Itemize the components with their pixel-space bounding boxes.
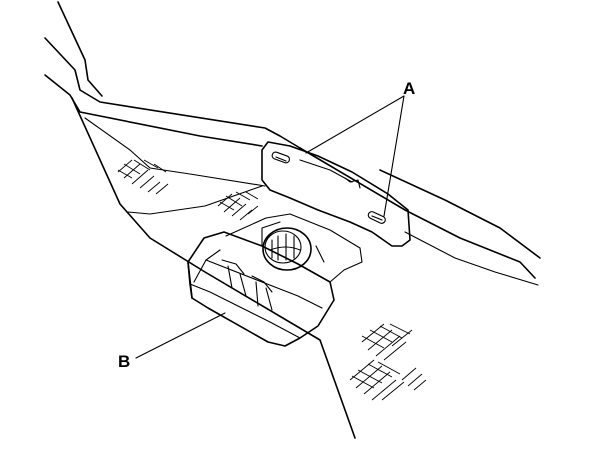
trim-panel-outline xyxy=(44,1,541,439)
slot-left xyxy=(271,151,291,164)
fastener xyxy=(262,227,312,271)
leader-lines xyxy=(135,95,405,359)
slot-right xyxy=(367,211,386,224)
surface-hatch xyxy=(117,159,427,401)
bracket xyxy=(261,141,411,247)
clip-b xyxy=(187,213,363,347)
callout-a: A xyxy=(403,79,415,98)
callout-b: B xyxy=(118,352,130,371)
